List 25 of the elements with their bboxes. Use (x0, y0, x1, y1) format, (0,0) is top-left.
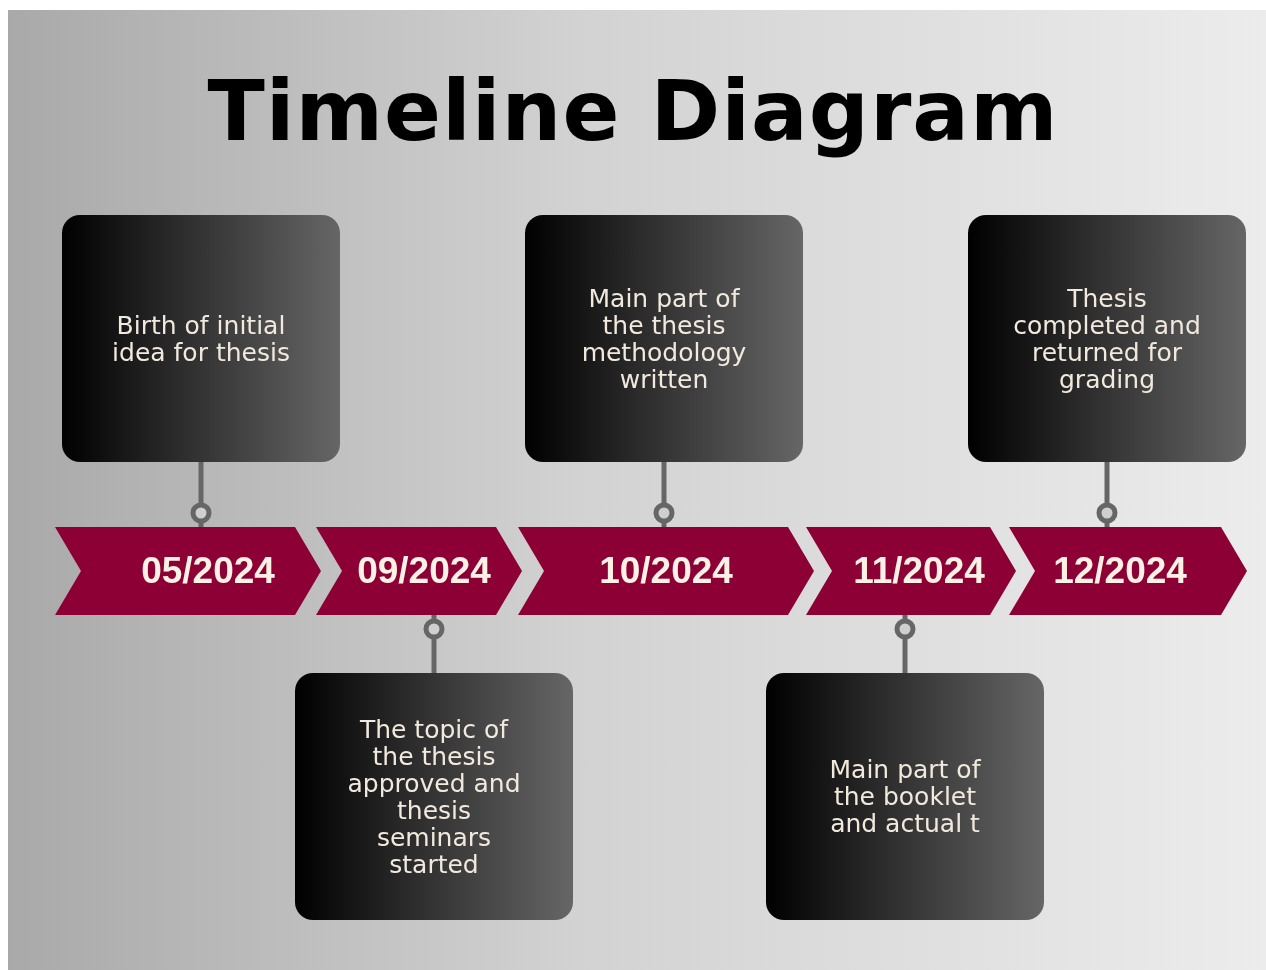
date-label: 09/2024 (357, 550, 491, 592)
date-label: 05/2024 (141, 550, 275, 592)
event-text: Birth of initial idea for thesis (111, 311, 291, 366)
event-card (525, 215, 803, 462)
event-text: The topic of the thesis approved and thesis seminars started (346, 715, 522, 878)
date-banner (1009, 527, 1247, 615)
date-label: 11/2024 (853, 550, 985, 592)
leader-line (190, 462, 212, 527)
title: Timeline Diagram (206, 62, 1060, 160)
date-label: 12/2024 (1053, 550, 1187, 592)
leader-line (894, 615, 916, 673)
date-banner (806, 527, 1016, 615)
leader-line (423, 615, 445, 673)
event-text: Main part of the thesis methodology written (580, 284, 748, 393)
event-text: Thesis completed and returned for grading (1012, 284, 1202, 393)
leader-line (653, 462, 675, 527)
date-label: 10/2024 (599, 550, 733, 592)
event-card (766, 673, 1044, 920)
leader-line (1096, 462, 1118, 527)
event-card (295, 673, 573, 920)
event-card (968, 215, 1246, 462)
date-banner (518, 527, 814, 615)
event-card (62, 215, 340, 462)
event-text: Main part of the booklet and actual t (828, 756, 982, 837)
date-banner (316, 527, 522, 615)
